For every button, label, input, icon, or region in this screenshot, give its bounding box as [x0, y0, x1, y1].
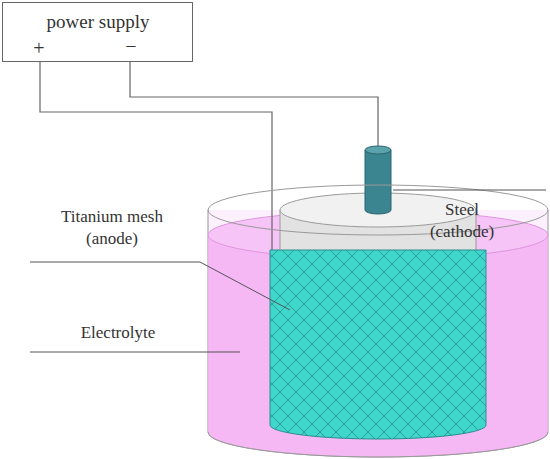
leader-line: [30, 352, 240, 353]
part-label: Steel (cathode): [420, 199, 504, 243]
power-supply-box: power supply+ −: [2, 2, 193, 62]
terminal-sign: −: [125, 35, 136, 57]
anode-wire: [40, 62, 272, 252]
container-rim: [208, 185, 548, 235]
leader-line: [393, 190, 546, 191]
part-label: Titanium mesh (anode): [53, 206, 171, 250]
cathode-rod: [365, 150, 391, 214]
rod-top: [365, 146, 391, 154]
terminal-sign: +: [33, 37, 44, 59]
leader-line: [30, 262, 290, 310]
mesh-pattern: [268, 240, 490, 440]
cathode-wire: [130, 62, 378, 150]
device-name: power supply: [47, 11, 150, 33]
container-wall: [208, 210, 548, 457]
container-bottom: [208, 432, 548, 457]
electrolyte-liquid: [208, 211, 548, 457]
part-label: Electrolyte: [48, 322, 188, 344]
